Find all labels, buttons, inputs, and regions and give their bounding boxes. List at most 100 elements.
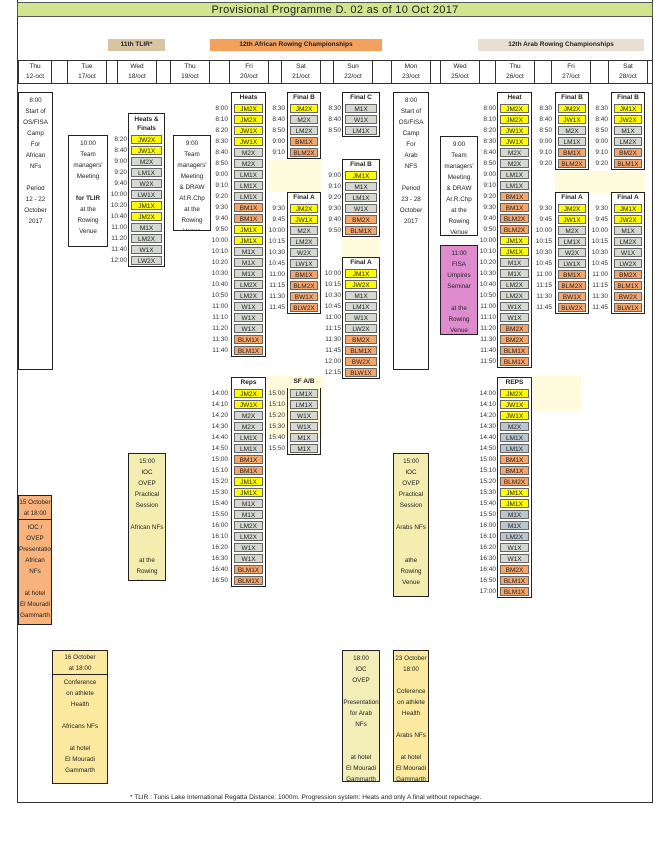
race-slot: M1X — [342, 181, 380, 192]
info-line: Gammarth — [396, 776, 426, 782]
race-time: 12:15 — [324, 369, 341, 376]
info-line: NFs — [29, 163, 42, 170]
race-slot: W2X — [555, 247, 589, 258]
info-line: at hotel — [69, 745, 91, 752]
boat-class: JM2X — [234, 115, 263, 124]
info-line: October — [24, 207, 47, 214]
boat-class: JW1X — [131, 146, 162, 155]
race-time: 10:45 — [324, 303, 341, 310]
boat-class: W1X — [234, 313, 263, 322]
boat-class: BLM1X — [614, 281, 642, 290]
boat-class: BM1X — [290, 137, 318, 146]
boat-class: LM1X — [500, 181, 529, 190]
boat-class: W1X — [500, 554, 529, 563]
race-time: 8:20 — [215, 127, 228, 134]
race-slot: BLM2X — [287, 147, 321, 159]
boat-class: LM1X — [500, 433, 529, 442]
boat-class: JM1X — [500, 247, 529, 256]
info-line: IOC / OVEP — [26, 524, 44, 542]
race-time: 11:20 — [480, 325, 496, 332]
race-slot: JM2X — [497, 114, 532, 125]
race-slot: BM2X — [497, 564, 532, 575]
race-slot: JM1X — [231, 487, 266, 498]
race-slot: BLM1X — [611, 158, 645, 170]
boat-class: LM2X — [500, 291, 529, 300]
boat-class: BLM2X — [558, 159, 586, 168]
boat-class: LW2X — [131, 256, 162, 265]
boat-class: M1X — [234, 269, 263, 278]
info-line: 15:00 — [403, 458, 419, 465]
race-slot: M2X — [555, 125, 589, 136]
race-time: 11:00 — [269, 271, 285, 278]
boat-class: BLM1X — [345, 346, 377, 355]
boat-class: M2X — [500, 148, 529, 157]
boat-class: LM2X — [131, 234, 162, 243]
boat-class: BLM1X — [500, 346, 529, 355]
boat-class: M1X — [234, 247, 263, 256]
race-slot: JW2X — [611, 114, 645, 125]
info-line — [53, 732, 107, 743]
boat-class: BLM1X — [234, 335, 263, 344]
boat-class: M1X — [345, 182, 377, 191]
boat-class: LM2X — [234, 280, 263, 289]
boat-class: BW2X — [345, 357, 377, 366]
race-time: 14:20 — [211, 412, 228, 419]
boat-class: BLM1X — [345, 226, 377, 235]
boat-class: LW1X — [131, 190, 162, 199]
info-line: NFS — [404, 163, 418, 170]
info-line: managers' — [444, 163, 474, 170]
race-slot: M2X — [231, 421, 266, 432]
boat-class: JM1X — [345, 171, 377, 180]
race-time: 9:10 — [215, 182, 228, 189]
race-slot: JM1X — [342, 268, 380, 279]
race-time: 15:30 — [479, 489, 496, 496]
day-of-week: Fri — [245, 63, 253, 70]
race-block-header: Heats & Finals — [128, 113, 165, 134]
race-time: 11:45 — [592, 304, 608, 311]
race-slot: JM2X — [231, 388, 266, 399]
race-slot: BM1X — [287, 269, 321, 280]
day-of-week: Thu — [509, 63, 521, 70]
race-slot: M1X — [611, 225, 645, 236]
race-time: 11:40 — [111, 246, 127, 253]
day-of-week: Tue — [81, 63, 93, 70]
boat-class: JM1X — [614, 204, 642, 213]
race-slot: JM1X — [497, 498, 532, 509]
race-slot: M2X — [287, 225, 321, 236]
boat-class: BM2X — [500, 565, 529, 574]
race-time: 11:10 — [480, 314, 496, 321]
boat-class: LW2X — [345, 324, 377, 333]
boat-class: BLM2X — [290, 148, 318, 157]
day-date: 19/oct — [181, 73, 199, 80]
race-slot: JM2X — [231, 114, 266, 125]
boat-class: JM2X — [500, 389, 529, 398]
race-slot: W1X — [128, 244, 165, 255]
race-time: 9:10 — [595, 149, 608, 156]
boat-class: M1X — [500, 269, 529, 278]
day-of-week: Wed — [453, 63, 467, 70]
race-time: 9:00 — [272, 138, 285, 145]
info-line: Practical — [134, 491, 160, 498]
day-header-row — [17, 60, 653, 84]
race-slot: JW1X — [231, 399, 266, 410]
info-line: Rowing — [136, 568, 158, 575]
boat-class: M2X — [234, 411, 263, 420]
race-slot: BM2X — [611, 269, 645, 280]
race-slot: BLW1X — [611, 302, 645, 314]
boat-class: W1X — [500, 302, 529, 311]
info-line: Arab — [404, 152, 418, 159]
boat-class: BM1X — [234, 214, 263, 223]
race-time: 9:00 — [114, 158, 127, 165]
race-slot: BLW2X — [287, 302, 321, 314]
info-line: El Mouradi — [19, 601, 51, 608]
boat-class: JM1X — [234, 477, 263, 486]
race-slot: BLM2X — [497, 213, 532, 224]
race-slot: BW1X — [287, 291, 321, 302]
race-time: 10:30 — [211, 270, 228, 277]
race-time: 14:00 — [479, 390, 496, 397]
race-time: 9:40 — [328, 216, 341, 223]
